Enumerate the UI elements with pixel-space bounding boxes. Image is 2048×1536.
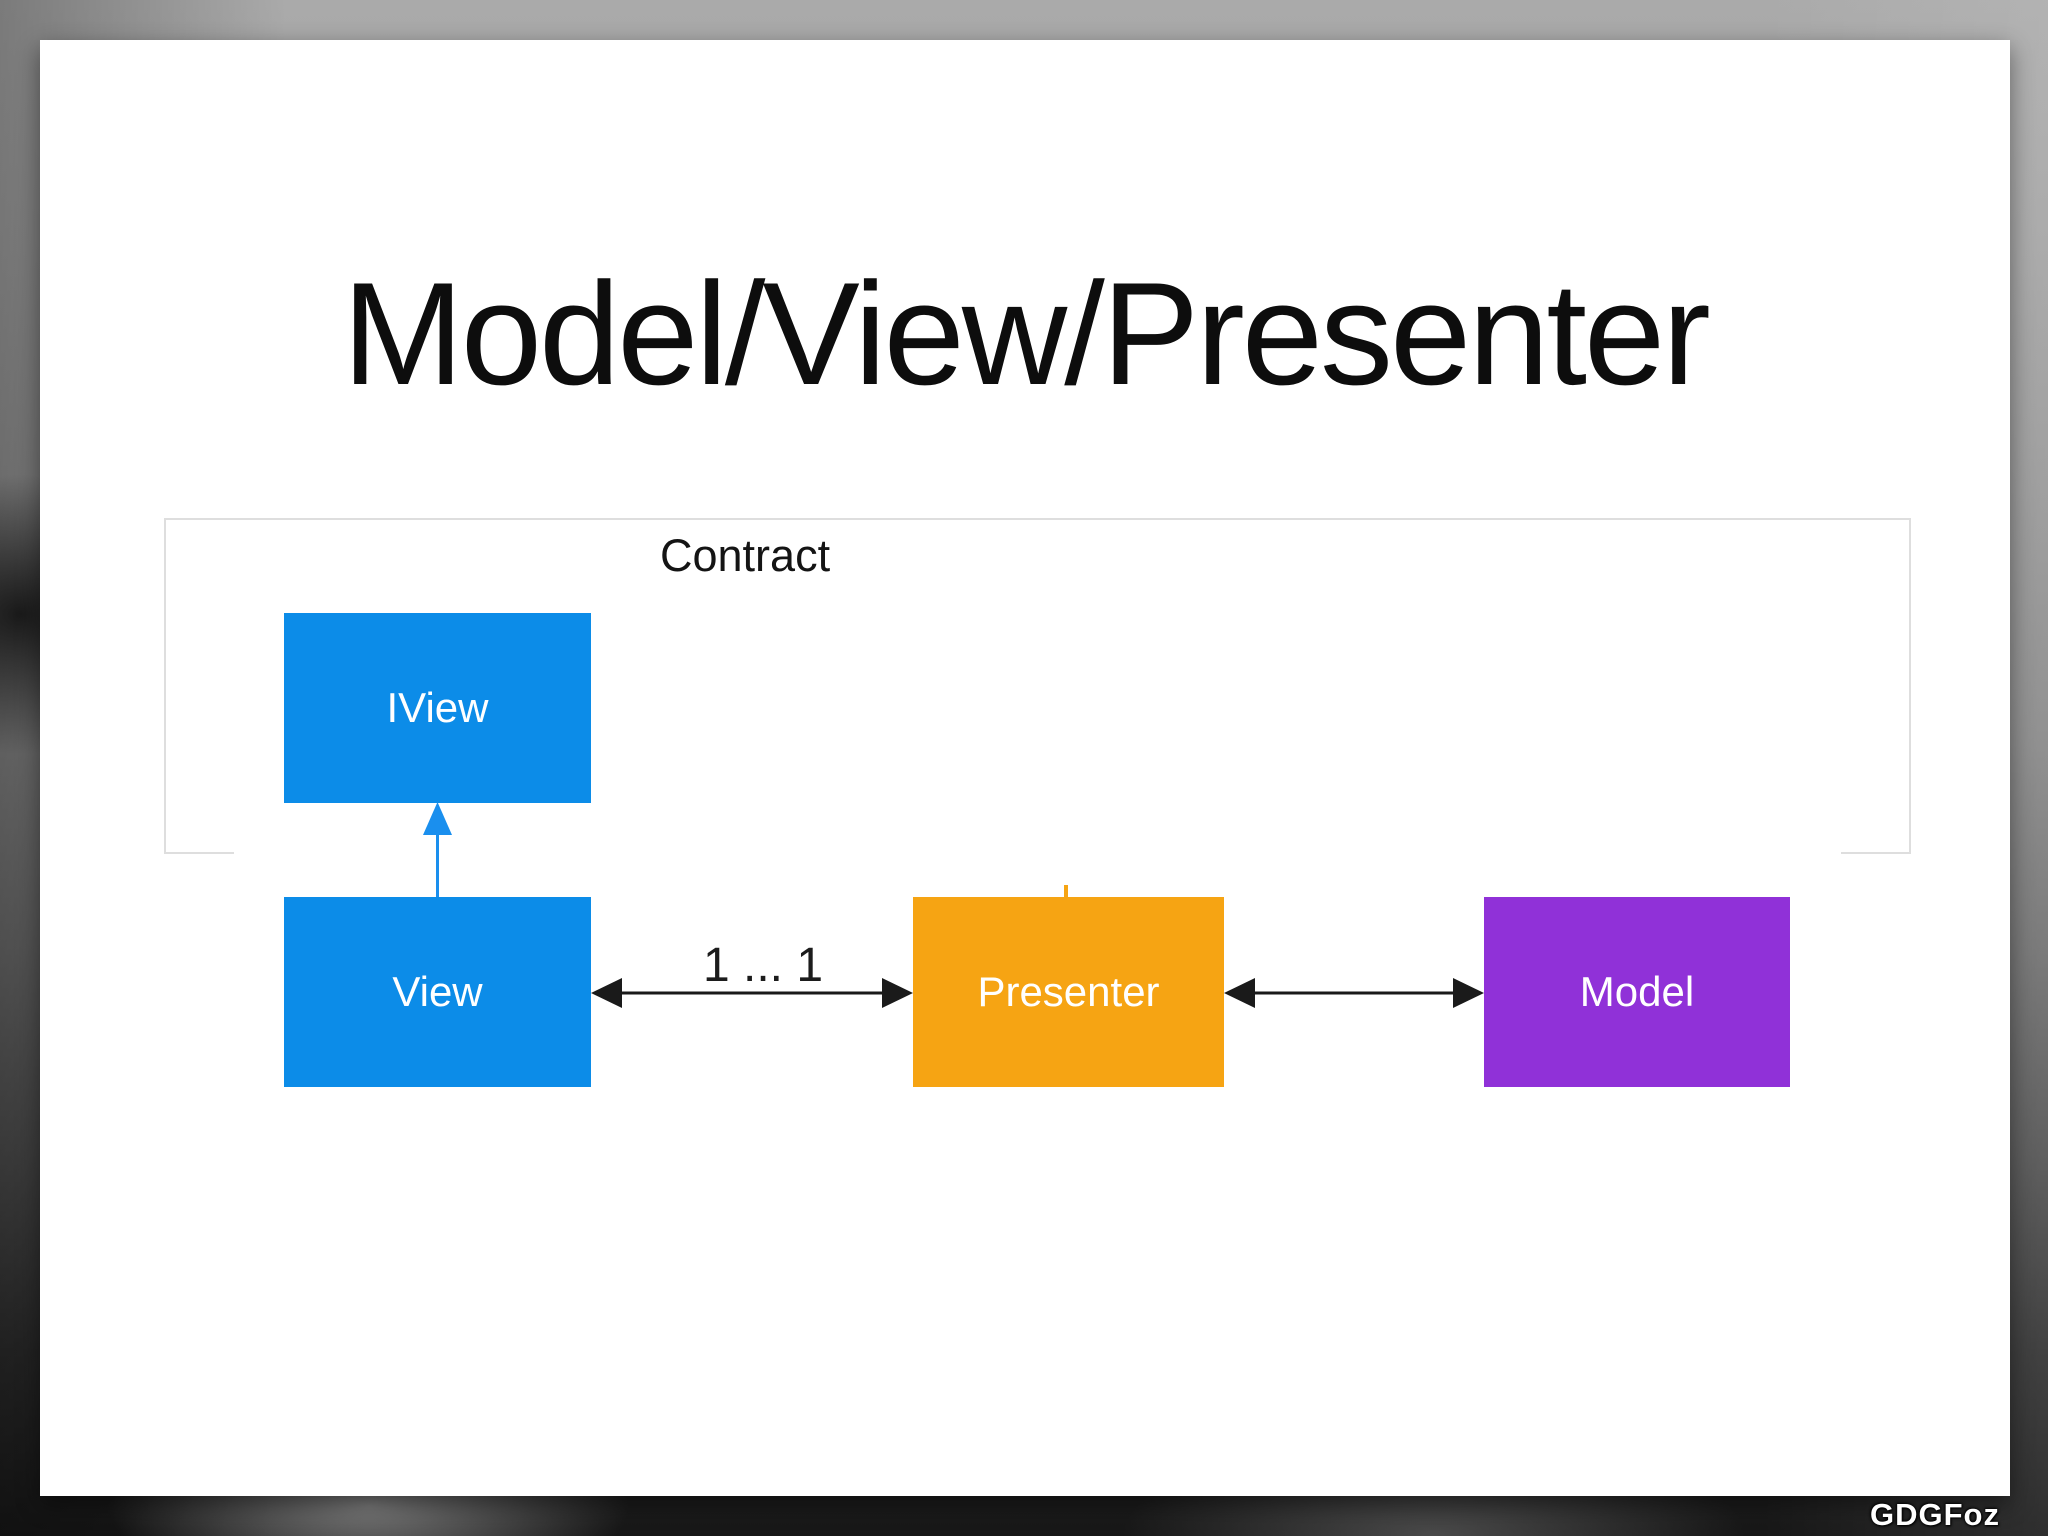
model-box-label: Model <box>1579 968 1695 1015</box>
iview-box-label: IView <box>386 684 489 731</box>
model-box: Model <box>1484 897 1790 1087</box>
contract-label: Contract <box>660 530 831 581</box>
watermark-text: GDGFoz <box>1870 1497 2000 1532</box>
contract-border-bottom-right-segment <box>1841 852 1911 854</box>
multiplicity-label: 1 ... 1 <box>702 939 824 992</box>
presenter-model-bidirectional-arrow-icon <box>1224 978 1484 1008</box>
contract-group: Contract <box>164 518 1911 854</box>
view-box: View <box>284 897 591 1087</box>
iview-box: IView <box>284 613 591 803</box>
presenter-box: Presenter <box>913 897 1224 1087</box>
slide-title: Model/View/Presenter <box>342 251 1711 415</box>
slide: Model/View/Presenter Contract IView View… <box>40 40 2010 1496</box>
presenter-box-label: Presenter <box>977 968 1160 1015</box>
contract-border-bottom-left-segment <box>164 852 234 854</box>
presenter-hidden-arrow-stub <box>1064 885 1068 897</box>
view-box-label: View <box>392 968 483 1015</box>
